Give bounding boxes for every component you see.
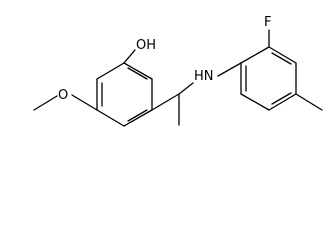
bond-ring1-a [96, 62, 125, 80]
molecule-drawing: OH O HN F [33, 15, 323, 127]
amine-label: HN [194, 69, 214, 84]
bond-o-methyl [33, 95, 58, 111]
fluoro-toluene-ring [240, 46, 297, 111]
structure-diagram: OH O HN F [33, 15, 323, 127]
bond-ring1-double-2 [127, 109, 148, 122]
fluorine-label: F [264, 15, 271, 30]
bond-ring2-methyl [295, 93, 323, 111]
bond-ring2-double-3 [271, 92, 292, 105]
bond-ring2-d [268, 93, 297, 111]
bond-ring2-double-2 [271, 52, 292, 65]
bond-c-o-methoxy [71, 94, 98, 111]
hydroxyl-label: OH [136, 38, 156, 53]
bond-ring1-f [123, 62, 153, 80]
phenol-ring [96, 62, 153, 127]
bond-ring-ch [151, 93, 180, 111]
bond-c-oh [123, 49, 136, 64]
bond-ring2-a [240, 46, 270, 64]
bond-ch-n [178, 82, 194, 95]
bond-ring1-c [96, 109, 125, 127]
bond-ring1-d [123, 109, 153, 127]
bond-ring2-e [240, 93, 270, 111]
bond-ring2-b [268, 46, 297, 64]
bond-ring1-double-3 [127, 67, 148, 80]
methoxy-oxygen-label: O [58, 88, 68, 103]
bond-n-ring2 [217, 62, 242, 77]
